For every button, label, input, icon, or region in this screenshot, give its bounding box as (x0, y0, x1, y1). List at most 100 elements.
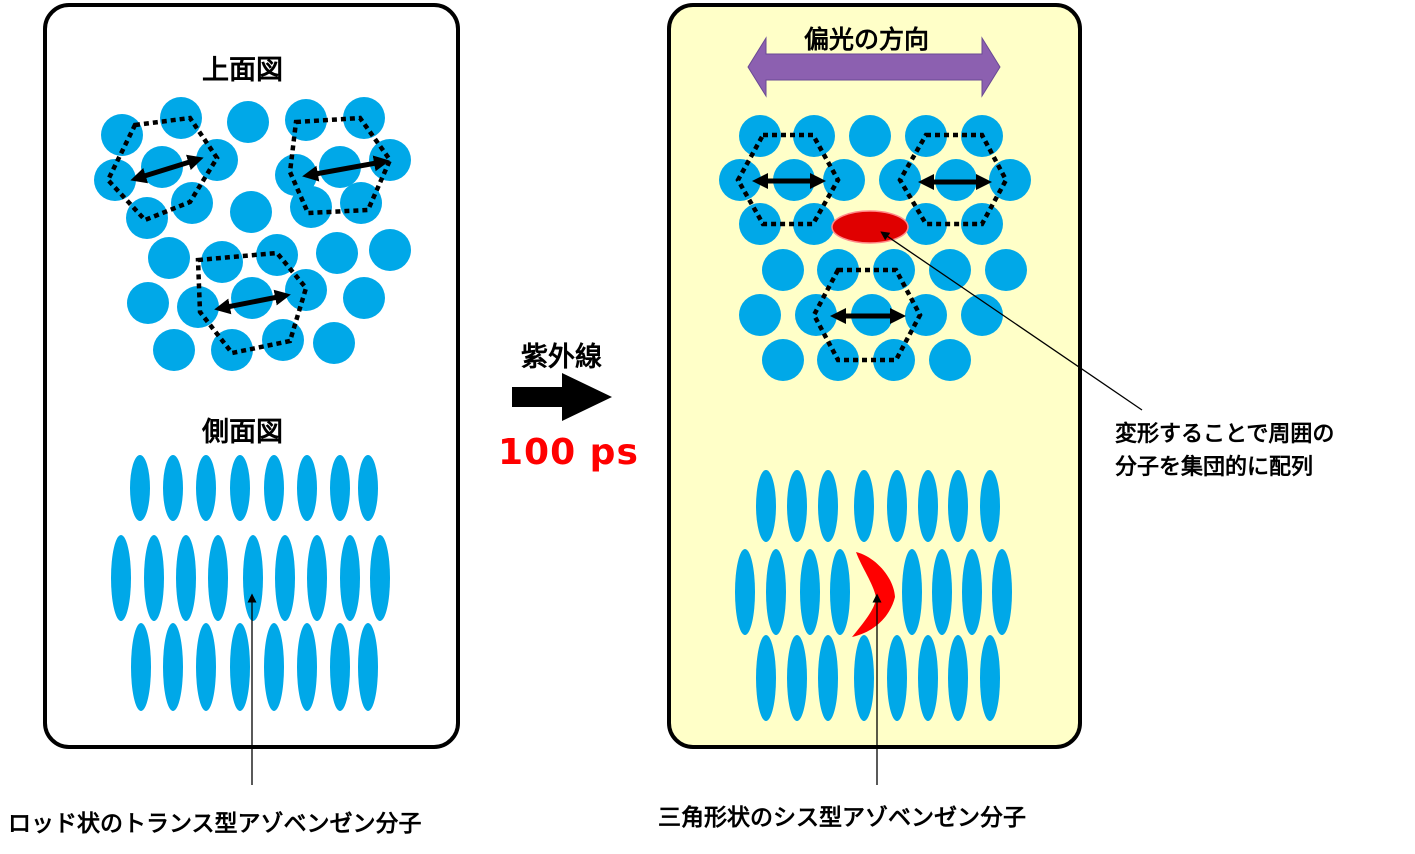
molecule-circle (256, 234, 298, 276)
molecule-circle (343, 97, 385, 139)
molecule-circle (369, 229, 411, 271)
molecule-ellipse (163, 455, 183, 521)
molecule-ellipse (230, 623, 250, 711)
molecule-ellipse (358, 455, 378, 521)
hexagon-outline (811, 267, 923, 363)
molecule-circle (793, 203, 835, 245)
polarization-arrow-icon (747, 36, 1001, 98)
uv-label: 紫外線 (521, 342, 602, 373)
deform-pointer-line (880, 231, 1143, 411)
molecule-ellipse (818, 635, 838, 721)
molecule-ellipse (918, 470, 938, 542)
molecule-circle (153, 329, 195, 371)
cis-caption: 三角形状のシス型アゾベンゼン分子 (658, 805, 1026, 831)
molecule-circle (227, 101, 269, 143)
molecule-ellipse (918, 635, 938, 721)
cis-side-view-molecules (735, 470, 1012, 721)
molecule-ellipse (370, 535, 390, 621)
double-arrow-icon (130, 154, 204, 184)
molecule-ellipse (275, 535, 295, 621)
time-label: 100 ps (498, 432, 639, 473)
deform-note-line2: 分子を集団的に配列 (1115, 455, 1314, 480)
molecule-ellipse (756, 635, 776, 721)
deform-note: 変形することで周囲の 分子を集団的に配列 (1115, 418, 1334, 484)
trans-top-view-molecules (94, 97, 411, 371)
molecule-circle (313, 322, 355, 364)
molecule-ellipse (756, 470, 776, 542)
molecule-ellipse (948, 635, 968, 721)
molecule-ellipse (735, 549, 755, 635)
cis-dipole-arrows (751, 172, 993, 325)
molecule-ellipse (962, 549, 982, 635)
molecule-circle (196, 139, 238, 181)
uv-arrow-icon (512, 373, 612, 421)
molecule-ellipse (144, 535, 164, 621)
molecule-ellipse (358, 623, 378, 711)
cis-molecule-top-view (831, 210, 909, 244)
molecule-ellipse (196, 623, 216, 711)
molecule-ellipse (948, 470, 968, 542)
molecule-ellipse (176, 535, 196, 621)
molecule-ellipse (330, 623, 350, 711)
deform-note-line1: 変形することで周囲の (1115, 422, 1335, 447)
side-view-label: 側面図 (202, 417, 283, 448)
molecule-ellipse (980, 470, 1000, 542)
molecule-ellipse (264, 623, 284, 711)
molecule-ellipse (818, 470, 838, 542)
molecule-ellipse (787, 635, 807, 721)
molecule-ellipse (887, 635, 907, 721)
hexagon-outline (897, 132, 1009, 227)
cis-hexagon-outlines (735, 132, 1009, 363)
molecule-circle (985, 249, 1027, 291)
molecule-ellipse (307, 535, 327, 621)
molecule-ellipse (208, 535, 228, 621)
molecule-circle (340, 182, 382, 224)
trans-dipole-arrows (130, 154, 390, 315)
molecule-circle (739, 294, 781, 336)
molecule-ellipse (297, 455, 317, 521)
molecule-circle (127, 282, 169, 324)
double-arrow-icon (214, 289, 291, 315)
molecule-ellipse (163, 623, 183, 711)
molecule-ellipse (854, 635, 874, 721)
hexagon-outline (287, 115, 393, 216)
molecule-ellipse (854, 470, 874, 542)
double-arrow-icon (302, 155, 390, 182)
molecule-circle (101, 114, 143, 156)
molecule-ellipse (131, 623, 151, 711)
trans-side-view-molecules (111, 455, 390, 711)
hexagon-outline (195, 250, 309, 356)
molecule-ellipse (887, 470, 907, 542)
molecule-circle (989, 159, 1031, 201)
molecule-circle (94, 159, 136, 201)
molecule-ellipse (932, 549, 952, 635)
molecule-circle (762, 339, 804, 381)
molecule-circle (148, 237, 190, 279)
molecule-ellipse (340, 535, 360, 621)
molecule-circle (230, 191, 272, 233)
molecule-circle (343, 277, 385, 319)
molecule-circle (905, 203, 947, 245)
cis-molecule-side-view (852, 552, 895, 637)
trans-hexagon-outlines (105, 115, 393, 356)
molecule-circle (177, 286, 219, 328)
top-view-label: 上面図 (202, 55, 283, 86)
molecule-ellipse (980, 635, 1000, 721)
molecule-circle (316, 232, 358, 274)
trans-caption: ロッド状のトランス型アゾベンゼン分子 (8, 811, 422, 837)
molecule-circle (369, 139, 411, 181)
cis-top-view-molecules (719, 115, 1031, 381)
molecule-circle (929, 339, 971, 381)
molecule-ellipse (230, 455, 250, 521)
molecule-circle (762, 249, 804, 291)
molecule-ellipse (297, 623, 317, 711)
hexagon-outline (105, 115, 220, 223)
molecule-circle (849, 115, 891, 157)
molecule-ellipse (830, 549, 850, 635)
molecule-circle (795, 294, 837, 336)
molecule-circle (262, 319, 304, 361)
molecule-ellipse (111, 535, 131, 621)
molecule-ellipse (130, 455, 150, 521)
molecule-ellipse (902, 549, 922, 635)
